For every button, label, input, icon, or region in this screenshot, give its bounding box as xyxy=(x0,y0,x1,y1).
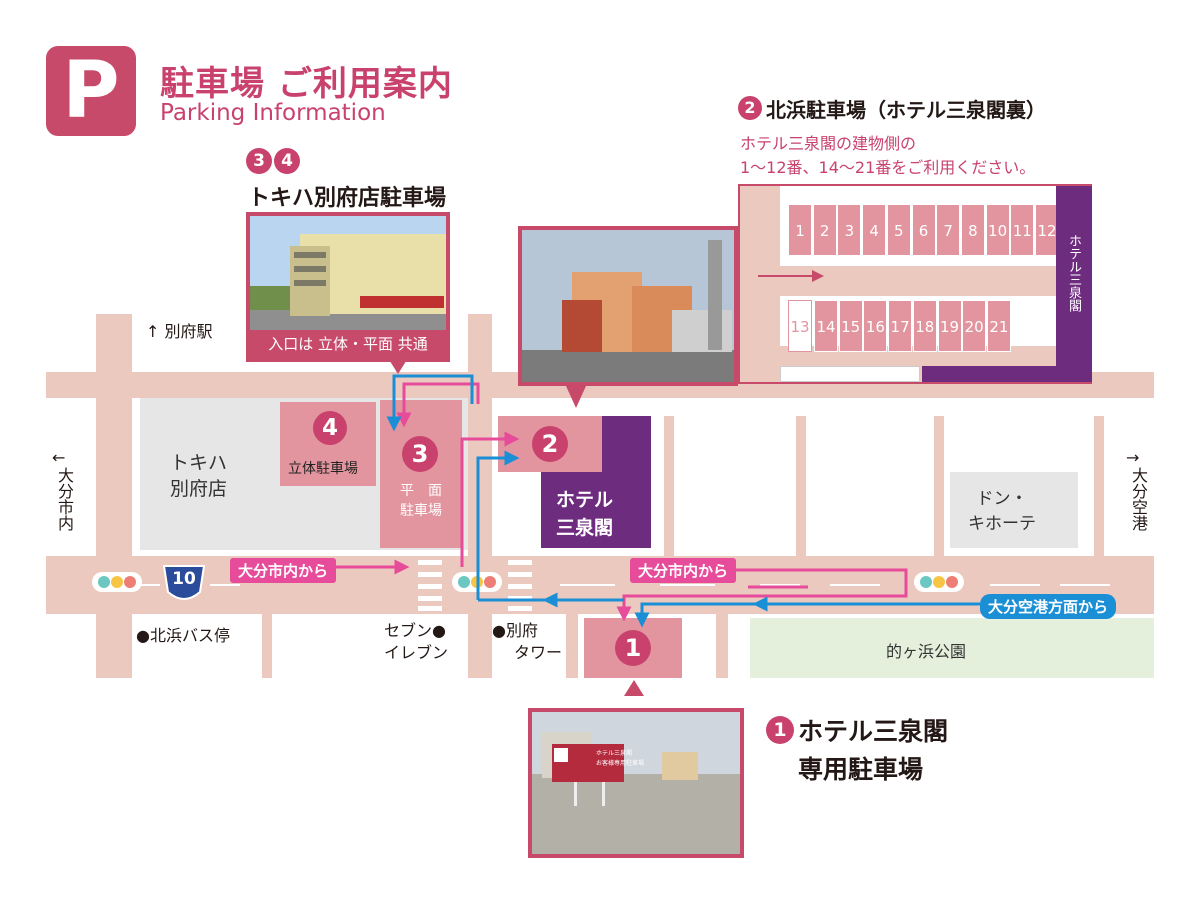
lot2-entry-arrow-icon xyxy=(758,270,824,282)
lot2-slot: 10 xyxy=(985,204,1010,256)
page-title: 駐車場 ご利用案内 xyxy=(160,64,453,104)
route-number: 10 xyxy=(172,569,196,589)
lot1-title-1: ホテル三泉閣 xyxy=(798,717,949,746)
lot2-slot: 2 xyxy=(812,204,837,256)
road-small-3 xyxy=(664,416,674,556)
lot2-slot: 8 xyxy=(960,204,985,256)
lot2-slot: 1 xyxy=(788,204,812,256)
lot2-note-2: 1～12番、14～21番をご利用ください。 xyxy=(740,158,1036,177)
lot2-title: 北浜駐車場（ホテル三泉閣裏） xyxy=(766,98,1046,122)
road-small-7 xyxy=(1094,416,1104,556)
lot2-slot: 15 xyxy=(838,300,863,352)
hotel-sansenkaku-building xyxy=(541,472,651,548)
lot2-slot: 19 xyxy=(937,300,962,352)
hotel-annex xyxy=(602,416,651,476)
lot2-slot: 21 xyxy=(986,300,1011,352)
lot34-badge-4: 4 xyxy=(274,148,300,174)
road-small-1 xyxy=(262,614,272,678)
parking-logo: P xyxy=(46,46,136,136)
traffic-light-icon xyxy=(92,572,142,592)
lot34-title: トキハ別府店駐車場 xyxy=(248,186,447,211)
lot2-slot: 18 xyxy=(912,300,937,352)
lot2-hotel-base xyxy=(922,366,1092,382)
bus-stop-label: ●北浜バス停 xyxy=(136,626,230,645)
park-label: 的ヶ浜公園 xyxy=(886,642,967,661)
road-small-6 xyxy=(934,416,944,556)
donki-block xyxy=(950,472,1078,548)
lot1-photo: ホテル三泉閣 お客様専用駐車場 xyxy=(528,708,744,858)
beppu-station-label: ↑ 別府駅 xyxy=(146,322,213,341)
road-small-5 xyxy=(796,416,806,556)
to-airport-label: → 大分空港 xyxy=(1126,448,1148,531)
lot2-slot: 16 xyxy=(863,300,888,352)
lot2-hotel-building xyxy=(1056,186,1092,382)
lot2-slot: 20 xyxy=(962,300,987,352)
lot2-slot: 3 xyxy=(837,204,862,256)
lot1-sign-1: ホテル三泉閣 xyxy=(596,750,633,757)
park-block xyxy=(750,618,1154,678)
road-small-2 xyxy=(566,614,578,678)
parking-p-icon: P xyxy=(62,46,120,136)
lot1-map-number: 1 xyxy=(615,630,651,666)
route-10-shield-icon xyxy=(162,565,206,600)
lot1-title-2: 専用駐車場 xyxy=(798,755,924,784)
lot2-slot: 11 xyxy=(1010,204,1035,256)
lot4-map-number: 4 xyxy=(313,411,347,445)
tokiwa-label: トキハ 別府店 xyxy=(170,452,228,500)
lot2-map-number: 2 xyxy=(532,426,568,462)
lot2-hotel-label: ホテル三泉閣 xyxy=(1066,234,1081,312)
seven-eleven-label: セブン● イレブン xyxy=(384,621,449,662)
hotel-map-label: ホテル 三泉閣 xyxy=(556,489,614,539)
page-subtitle: Parking Information xyxy=(160,100,386,126)
lot2-building-image xyxy=(522,230,734,382)
lot1-sign-2: お客様専用駐車場 xyxy=(596,760,645,767)
lot2-lane-middle xyxy=(740,266,1056,296)
lot2-slot: 14 xyxy=(814,300,838,352)
from-oita-tag-1: 大分市内から xyxy=(230,558,337,583)
donki-label: ドン・ キホーテ xyxy=(968,489,1036,534)
lot34-badge-3: 3 xyxy=(246,148,272,174)
lot3-map-number: 3 xyxy=(402,436,438,472)
road-small-4 xyxy=(716,614,728,678)
from-oita-tag-2: 大分市内から xyxy=(630,558,737,583)
lot2-badge: 2 xyxy=(738,96,762,120)
traffic-light-icon xyxy=(914,572,964,592)
beppu-tower-label: ●別府 タワー xyxy=(492,621,563,662)
lot1-badge: 1 xyxy=(766,716,794,744)
lot2-slot: 4 xyxy=(862,204,887,256)
lot2-slot: 7 xyxy=(936,204,961,256)
lot2-slot-13: 13 xyxy=(788,300,812,352)
lot4-map-label: 立体駐車場 xyxy=(288,461,358,477)
lot1-parking-image xyxy=(532,712,740,854)
tokiwa-parking-photo: 入口は 立体・平面 共通 xyxy=(246,212,450,362)
road-left-vertical xyxy=(96,314,132,678)
tokiwa-building-image xyxy=(250,216,446,340)
tokiwa-photo-caption: 入口は 立体・平面 共通 xyxy=(250,330,446,358)
lot2-photo xyxy=(518,226,738,386)
lot2-note-1: ホテル三泉閣の建物側の xyxy=(740,134,917,153)
lot2-slot: 6 xyxy=(911,204,936,256)
to-oita-label: ← 大分市内 xyxy=(52,448,74,531)
lot2-bottom-box xyxy=(780,366,920,382)
lot2-slot: 17 xyxy=(888,300,913,352)
lot3-map-label: 平 面 駐車場 xyxy=(400,483,442,519)
from-airport-tag: 大分空港方面から xyxy=(980,594,1117,619)
lot2-slot: 5 xyxy=(886,204,911,256)
